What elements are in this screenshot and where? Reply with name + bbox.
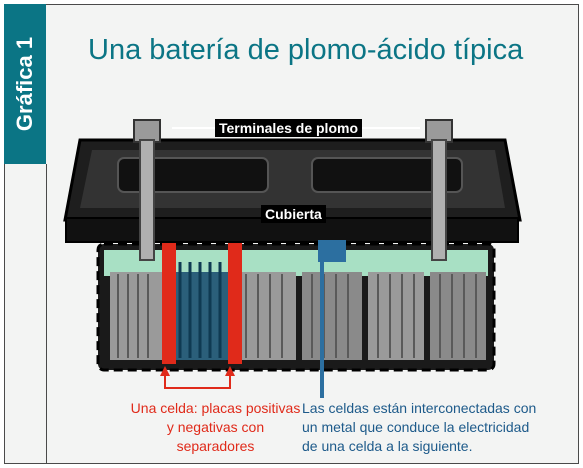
highlighted-cell-plates xyxy=(178,262,222,358)
caption-interconnect-line-2: un metal que conduce la electricidad xyxy=(302,419,530,435)
terminal-right xyxy=(425,119,453,261)
caption-interconnect-line-3: de una celda a la siguiente. xyxy=(302,438,473,454)
label-cover: Cubierta xyxy=(261,205,326,223)
cell-bracket-arrow-right xyxy=(225,366,235,376)
caption-cell-line-2: y negativas con separadores xyxy=(166,419,265,454)
terminal-left xyxy=(133,119,161,261)
interconnect-strap xyxy=(318,240,346,262)
caption-interconnect-line-1: Las celdas están interconectadas con xyxy=(302,400,537,416)
label-terminals: Terminales de plomo xyxy=(215,119,362,137)
cell-bracket-arrow-left xyxy=(160,366,170,376)
cell-bracket xyxy=(164,372,231,389)
figure-tab xyxy=(4,4,46,164)
plate-stripes xyxy=(117,274,477,358)
caption-cell: Una celda: placas positivas y negativas … xyxy=(128,399,303,456)
cover-vent-right xyxy=(311,157,463,193)
figure-title: Una batería de plomo-ácido típica xyxy=(88,34,524,66)
caption-cell-line-1: Una celda: placas positivas xyxy=(130,400,301,416)
caption-interconnect: Las celdas están interconectadas con un … xyxy=(302,399,572,456)
cover-vent-left xyxy=(117,157,269,193)
cell-wall-left xyxy=(162,236,176,364)
tab-divider-line xyxy=(46,164,47,464)
cell-wall-right xyxy=(228,236,242,364)
